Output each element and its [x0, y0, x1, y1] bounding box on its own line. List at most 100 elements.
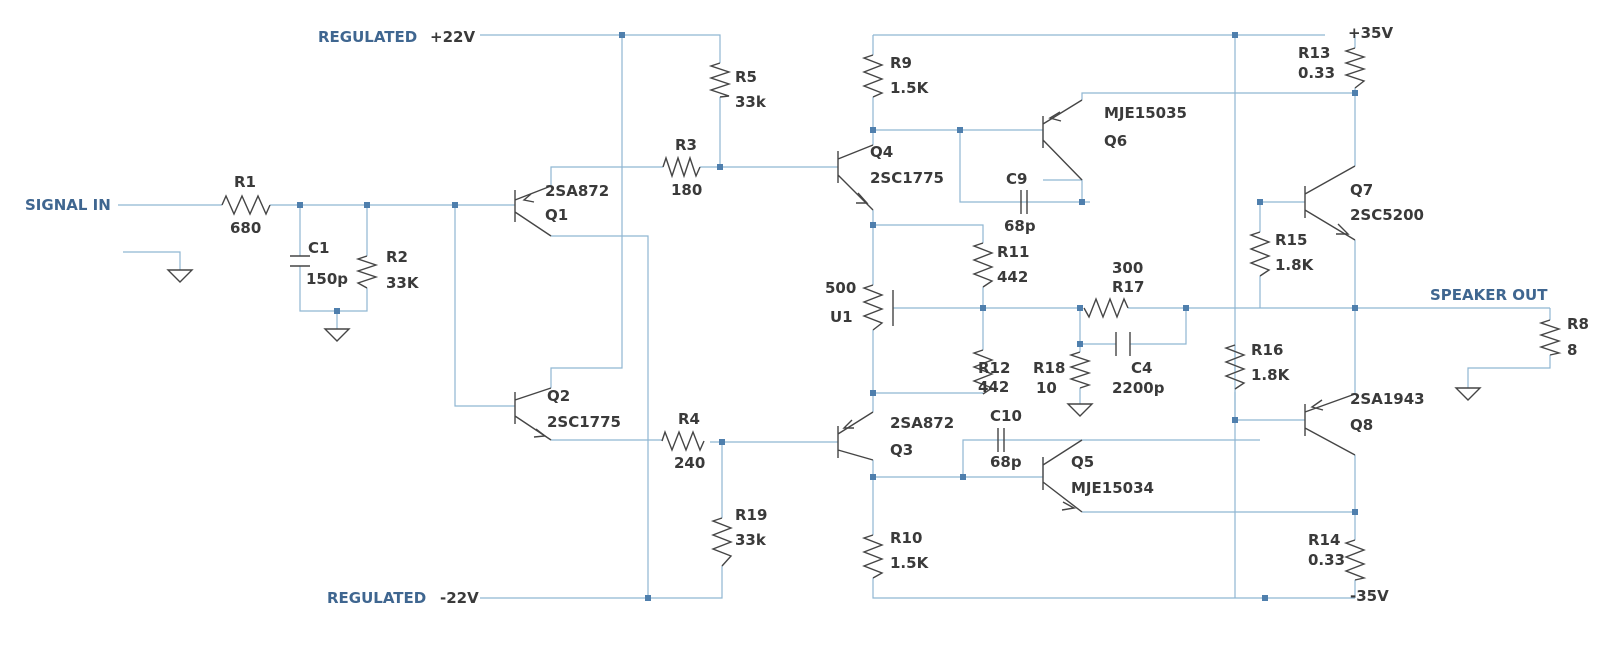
- r9-resistor-icon: [861, 54, 884, 98]
- net-labels: SIGNAL IN REGULATED +22V REGULATED -22V …: [25, 24, 1548, 607]
- q5-part: MJE15034: [1071, 479, 1154, 497]
- r11-ref: R11: [997, 243, 1029, 261]
- r5-resistor-icon: [708, 62, 732, 98]
- r15-ref: R15: [1275, 231, 1307, 249]
- q7-part: 2SC5200: [1350, 206, 1424, 224]
- c10-ref: C10: [990, 407, 1022, 425]
- q6-part: MJE15035: [1104, 104, 1187, 122]
- r16-value: 1.8K: [1251, 366, 1291, 384]
- signal-in-label: SIGNAL IN: [25, 196, 111, 214]
- junction-dots: [297, 32, 1358, 601]
- u1-potentiometer-icon: [861, 284, 884, 331]
- pos35-label: +35V: [1348, 24, 1393, 42]
- r12-value: 442: [978, 378, 1009, 396]
- regulated-neg-voltage: -22V: [440, 589, 479, 607]
- q7-transistor-icon: [1304, 165, 1356, 241]
- regulated-pos-voltage: +22V: [430, 28, 475, 46]
- r5-value: 33k: [735, 93, 767, 111]
- capacitor-symbols: [290, 190, 1131, 452]
- r14-resistor-icon: [1343, 539, 1367, 581]
- r2-resistor-icon: [355, 255, 379, 289]
- r8-resistor-icon: [1538, 319, 1562, 356]
- q8-part: 2SA1943: [1350, 390, 1425, 408]
- r1-value: 680: [230, 219, 261, 237]
- q4-ref: Q4: [870, 143, 893, 161]
- q1-part: 2SA872: [545, 182, 609, 200]
- regulated-neg-label: REGULATED: [327, 589, 426, 607]
- c1-value: 150p: [306, 270, 348, 288]
- c9-capacitor-icon: [1020, 190, 1028, 214]
- c9-value: 68p: [1004, 217, 1036, 235]
- r3-ref: R3: [675, 136, 697, 154]
- r19-ref: R19: [735, 506, 767, 524]
- r14-ref: R14: [1308, 531, 1340, 549]
- r18-ref: R18: [1033, 359, 1065, 377]
- r2-value: 33K: [386, 274, 420, 292]
- r1-ref: R1: [234, 173, 256, 191]
- q3-ref: Q3: [890, 441, 913, 459]
- c4-value: 2200p: [1112, 379, 1165, 397]
- q6-ref: Q6: [1104, 132, 1127, 150]
- q2-ref: Q2: [547, 387, 570, 405]
- q8-ref: Q8: [1350, 416, 1373, 434]
- r4-value: 240: [674, 454, 705, 472]
- q2-transistor-icon: [514, 387, 552, 441]
- q8-transistor-icon: [1304, 393, 1356, 456]
- r9-value: 1.5K: [890, 79, 930, 97]
- q7-ref: Q7: [1350, 181, 1373, 199]
- r8-value: 8: [1567, 341, 1577, 359]
- component-labels: R1 680 C1 150p R2 33K 2SA872 Q1 Q2 2SC17…: [230, 44, 1589, 572]
- c4-capacitor-icon: [1115, 332, 1131, 356]
- q3-transistor-icon: [837, 411, 874, 461]
- u1-value: 500: [825, 279, 856, 297]
- r13-value: 0.33: [1298, 64, 1335, 82]
- r18-value: 10: [1036, 379, 1057, 397]
- r11-resistor-icon: [971, 242, 994, 288]
- r4-resistor-icon: [661, 429, 705, 452]
- q4-part: 2SC1775: [870, 169, 944, 187]
- r4-ref: R4: [678, 410, 700, 428]
- q6-transistor-icon: [1042, 99, 1083, 181]
- ground-symbols: [166, 269, 1482, 417]
- transistor-symbols: [514, 99, 1356, 513]
- q5-transistor-icon: [1042, 439, 1083, 513]
- r5-ref: R5: [735, 68, 757, 86]
- r16-resistor-icon: [1223, 344, 1246, 390]
- r13-resistor-icon: [1343, 47, 1367, 89]
- c10-value: 68p: [990, 453, 1022, 471]
- r18-resistor-icon: [1068, 351, 1092, 389]
- q1-ref: Q1: [545, 206, 568, 224]
- r17-ref: R17: [1112, 278, 1144, 296]
- r9-ref: R9: [890, 54, 912, 72]
- r10-value: 1.5K: [890, 554, 930, 572]
- r12-ref: R12: [978, 359, 1010, 377]
- r19-value: 33k: [735, 531, 767, 549]
- r17-value: 300: [1112, 259, 1143, 277]
- neg35-label: -35V: [1350, 587, 1389, 605]
- ground-r18-icon: [1066, 403, 1094, 417]
- c9-ref: C9: [1006, 170, 1027, 188]
- speaker-out-label: SPEAKER OUT: [1430, 286, 1548, 304]
- r11-value: 442: [997, 268, 1028, 286]
- resistor-symbols: [221, 47, 1562, 581]
- r8-ref: R8: [1567, 315, 1589, 333]
- r1-resistor-icon: [221, 194, 271, 216]
- q1-transistor-icon: [514, 185, 552, 237]
- r15-resistor-icon: [1248, 231, 1271, 277]
- r3-resistor-icon: [662, 155, 701, 179]
- r16-ref: R16: [1251, 341, 1283, 359]
- q2-part: 2SC1775: [547, 413, 621, 431]
- q4-transistor-icon: [837, 144, 874, 211]
- r13-ref: R13: [1298, 44, 1330, 62]
- c1-capacitor-icon: [290, 255, 310, 267]
- r10-ref: R10: [890, 529, 922, 547]
- u1-ref: U1: [830, 308, 853, 326]
- c1-ref: C1: [308, 239, 329, 257]
- c10-capacitor-icon: [997, 428, 1005, 452]
- ground-c1-icon: [323, 328, 351, 342]
- r2-ref: R2: [386, 248, 408, 266]
- c4-ref: C4: [1131, 359, 1152, 377]
- regulated-pos-label: REGULATED: [318, 28, 417, 46]
- q5-ref: Q5: [1071, 453, 1094, 471]
